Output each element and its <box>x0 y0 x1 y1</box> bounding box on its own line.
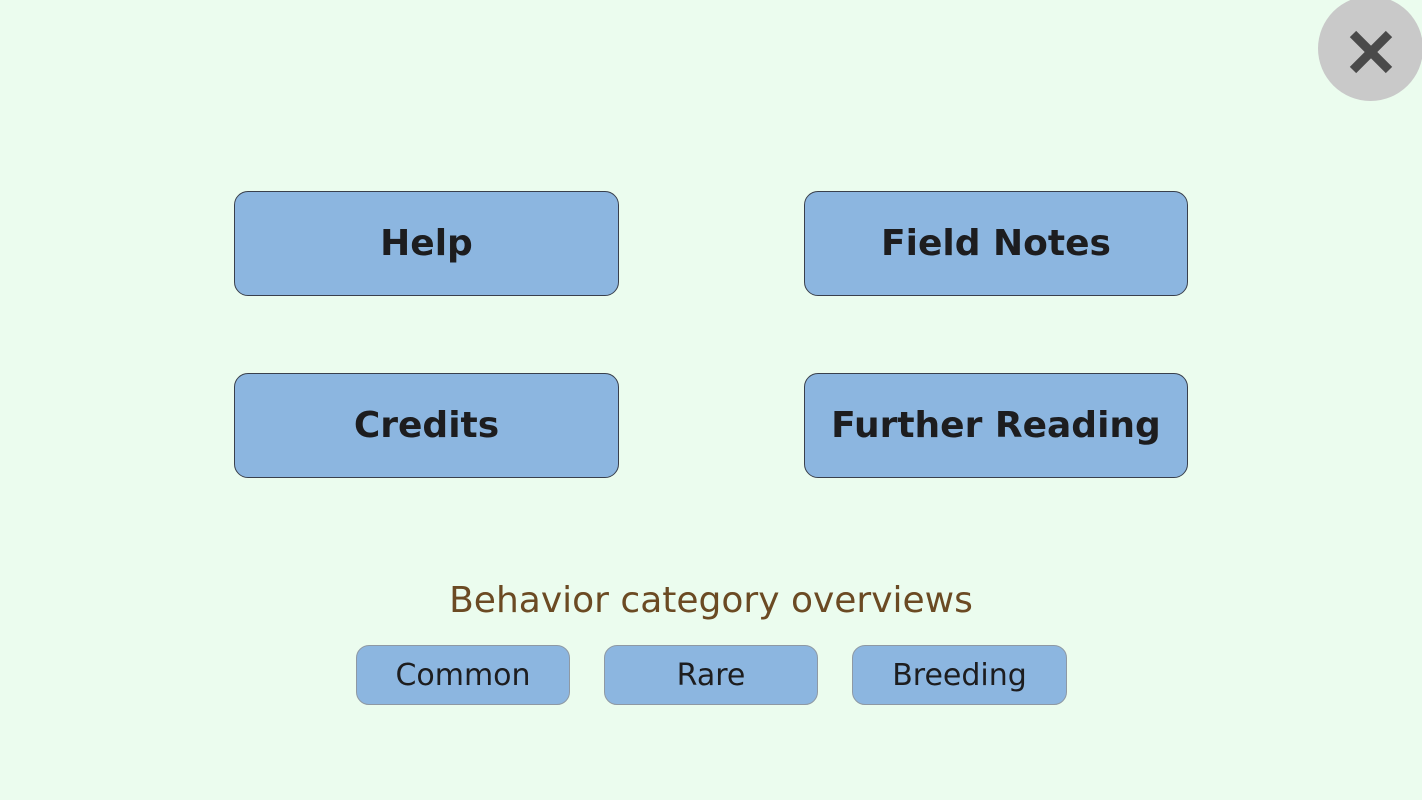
breeding-button[interactable]: Breeding <box>852 645 1067 705</box>
close-icon <box>1349 30 1392 73</box>
common-button[interactable]: Common <box>356 645 570 705</box>
close-button[interactable] <box>1318 0 1422 101</box>
behavior-overviews-heading: Behavior category overviews <box>449 580 973 621</box>
rare-button[interactable]: Rare <box>604 645 818 705</box>
field-notes-button[interactable]: Field Notes <box>804 191 1188 296</box>
help-button[interactable]: Help <box>234 191 619 296</box>
credits-button[interactable]: Credits <box>234 373 619 478</box>
further-reading-button[interactable]: Further Reading <box>804 373 1188 478</box>
